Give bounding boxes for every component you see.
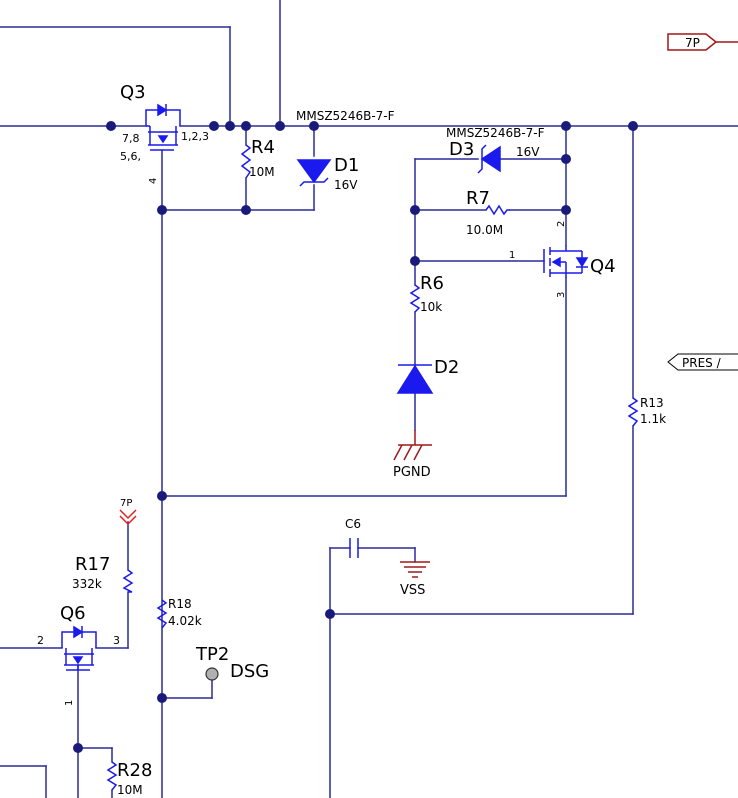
q6-pin-drain: 2 xyxy=(37,634,44,647)
q6-pin-source: 3 xyxy=(113,634,120,647)
d1-ref: D1 xyxy=(334,155,359,176)
power-7p-label: 7P xyxy=(120,498,132,509)
junction-dot xyxy=(561,154,571,164)
junction-dot xyxy=(225,121,235,131)
junction-dot xyxy=(157,491,167,501)
r4-value: 10M xyxy=(249,165,275,179)
r28-resistor[interactable] xyxy=(106,761,118,791)
r13-value: 1.1k xyxy=(640,412,666,426)
d3-value: 16V xyxy=(516,145,540,159)
q3-pin-gate: 4 xyxy=(148,178,159,184)
r18-ref: R18 xyxy=(168,597,192,611)
q6-pin-gate: 1 xyxy=(64,700,75,706)
junction-dot xyxy=(241,205,251,215)
q4-pin-gate: 1 xyxy=(509,250,515,261)
junction-dot xyxy=(157,693,167,703)
tp2-label: DSG xyxy=(230,661,269,682)
junctions xyxy=(73,121,638,753)
junction-dot xyxy=(309,121,319,131)
q4-pin-source: 3 xyxy=(556,292,567,298)
q3-pin-drain2: 5,6, xyxy=(120,150,141,163)
junction-dot xyxy=(106,121,116,131)
r28-ref: R28 xyxy=(117,760,152,781)
pgnd-symbol xyxy=(393,430,432,461)
junction-dot xyxy=(275,121,285,131)
q4-mosfet[interactable] xyxy=(543,245,589,278)
port-pres[interactable] xyxy=(667,353,738,371)
q6-mosfet[interactable] xyxy=(61,625,97,671)
junction-dot xyxy=(73,743,83,753)
q6-ref: Q6 xyxy=(60,603,86,624)
r6-resistor[interactable] xyxy=(409,284,421,313)
port-7p-top[interactable] xyxy=(667,33,738,51)
d2-diode[interactable] xyxy=(396,364,434,394)
port-7p-label: 7P xyxy=(685,36,700,50)
r4-ref: R4 xyxy=(251,137,275,158)
q3-pin-drain: 7,8 xyxy=(122,132,140,145)
d1-part: MMSZ5246B-7-F xyxy=(296,109,395,123)
r18-value: 4.02k xyxy=(168,614,202,628)
q4-pin-drain: 2 xyxy=(556,221,567,227)
junction-dot xyxy=(325,609,335,619)
junction-dot xyxy=(561,205,571,215)
d1-value: 16V xyxy=(334,178,358,192)
c6-capacitor[interactable] xyxy=(349,538,359,558)
junction-dot xyxy=(410,205,420,215)
r17-resistor[interactable] xyxy=(122,569,134,593)
junction-dot xyxy=(157,205,167,215)
r13-ref: R13 xyxy=(640,396,664,410)
vss-symbol xyxy=(400,561,430,578)
tp2-testpoint[interactable] xyxy=(205,667,219,681)
tp2-ref: TP2 xyxy=(195,644,229,665)
d1-zener[interactable] xyxy=(296,159,332,187)
r17-value: 332k xyxy=(72,577,102,591)
d3-ref: D3 xyxy=(449,139,474,160)
q4-ref: Q4 xyxy=(590,256,616,277)
r28-value: 10M xyxy=(117,783,143,797)
r6-value: 10k xyxy=(420,300,442,314)
junction-dot xyxy=(410,256,420,266)
r13-resistor[interactable] xyxy=(627,397,639,427)
junction-dot xyxy=(628,121,638,131)
power-7p-symbol xyxy=(119,509,137,526)
d3-zener[interactable] xyxy=(477,144,501,174)
r18-resistor[interactable] xyxy=(156,599,168,629)
pgnd-label: PGND xyxy=(393,465,431,480)
q3-pin-source: 1,2,3 xyxy=(181,130,209,143)
vss-label: VSS xyxy=(400,583,425,598)
r6-ref: R6 xyxy=(420,273,444,294)
junction-dot xyxy=(561,121,571,131)
r4-resistor[interactable] xyxy=(240,144,252,179)
r7-resistor[interactable] xyxy=(485,204,510,216)
d3-part: MMSZ5246B-7-F xyxy=(446,126,545,140)
junction-dot xyxy=(209,121,219,131)
q3-mosfet[interactable] xyxy=(145,103,181,151)
r17-ref: R17 xyxy=(75,554,110,575)
port-pres-label: PRES / xyxy=(682,356,722,370)
c6-ref: C6 xyxy=(345,517,361,531)
q3-ref: Q3 xyxy=(120,82,146,103)
junction-dot xyxy=(241,121,251,131)
r7-value: 10.0M xyxy=(466,223,503,237)
d2-ref: D2 xyxy=(434,357,459,378)
r7-ref: R7 xyxy=(466,188,490,209)
